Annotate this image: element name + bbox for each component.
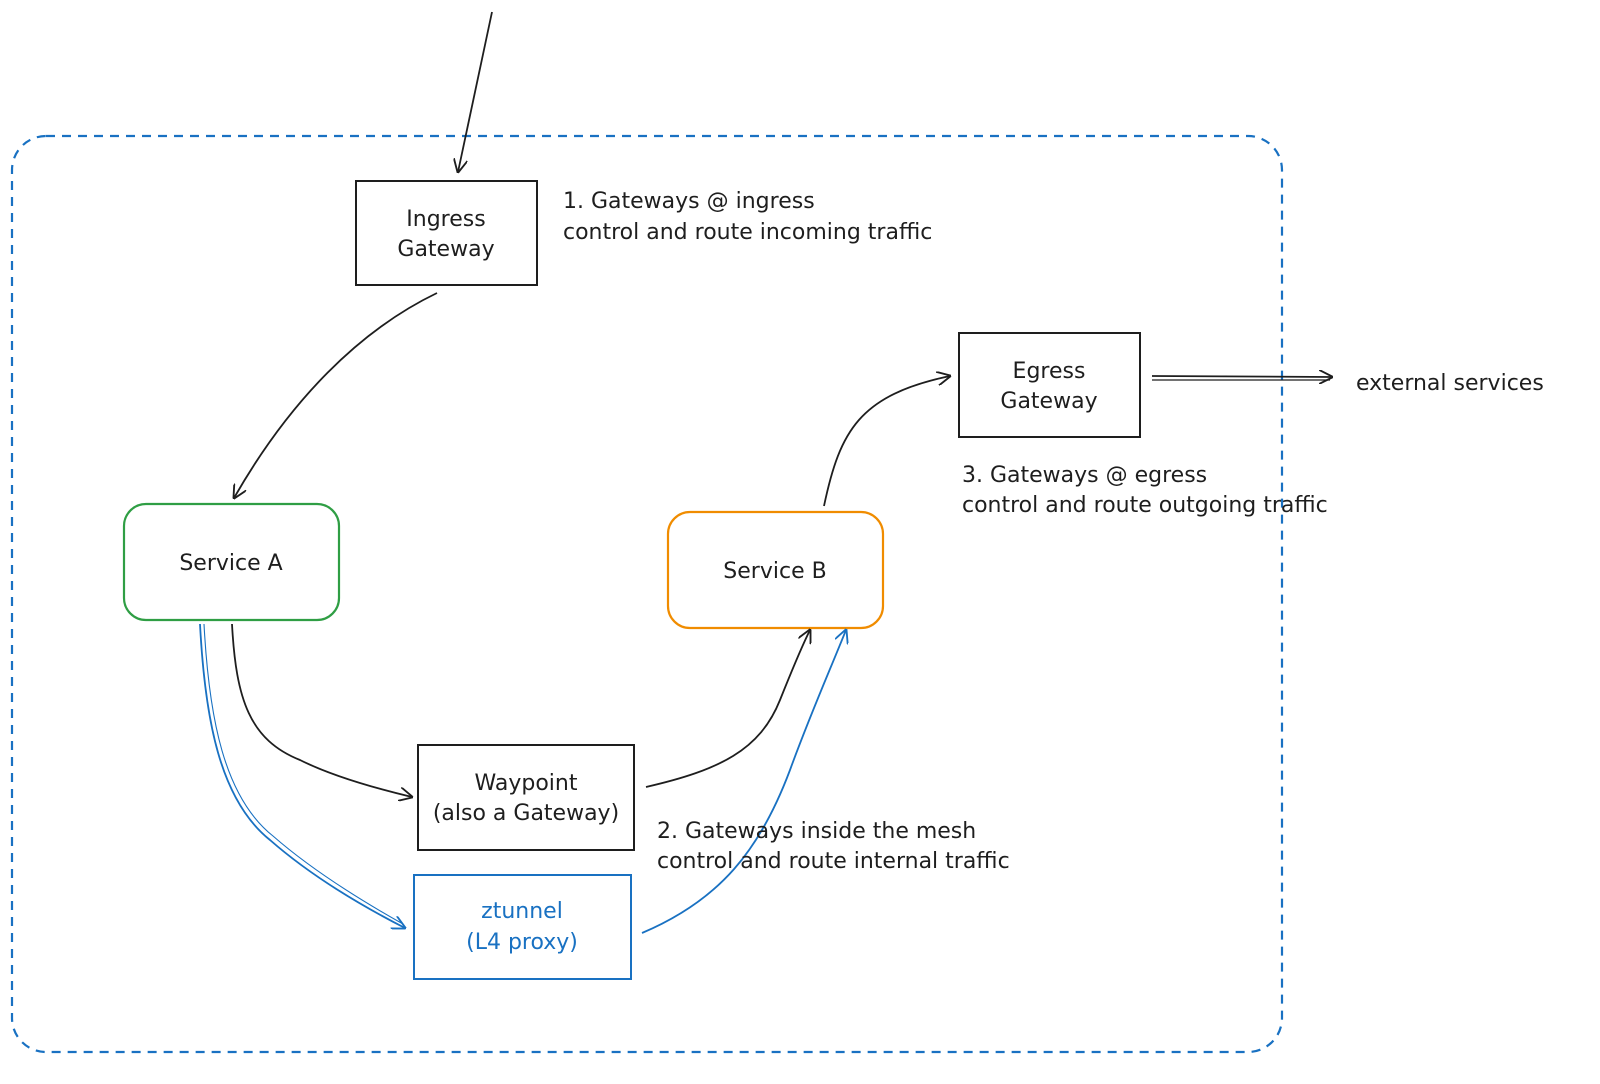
arrow-service-a-to-ztunnel [199,623,405,928]
egress-gateway-node[interactable]: Egress Gateway [958,332,1141,438]
arrow-egress-to-external [1151,376,1332,377]
mesh-boundary [10,134,1284,1054]
service-b-label: Service B [723,559,826,584]
ingress-gateway-node[interactable]: Ingress Gateway [355,180,538,286]
service-a-label: Service A [179,551,282,576]
note-mesh-line2: control and route internal traffic [657,849,1010,874]
external-services-label: external services [1356,371,1544,396]
waypoint-label-line1: Waypoint [475,771,578,796]
note-ingress-line1: 1. Gateways @ ingress [563,189,815,214]
note-ingress-line2: control and route incoming traffic [563,220,932,245]
ingress-gateway-label-line2: Gateway [397,237,494,262]
arrow-service-a-to-waypoint [231,623,412,797]
waypoint-node[interactable]: Waypoint (also a Gateway) [417,744,635,851]
ingress-gateway-label-line1: Ingress [406,207,485,232]
service-a-node[interactable]: Service A [122,502,341,622]
note-egress-line2: control and route outgoing traffic [962,493,1328,518]
note-egress-line1: 3. Gateways @ egress [962,463,1207,488]
incoming-traffic-arrow [458,11,493,172]
ztunnel-node[interactable]: ztunnel (L4 proxy) [413,874,632,980]
service-b-node[interactable]: Service B [666,510,885,630]
egress-gateway-label-line2: Gateway [1000,389,1097,414]
arrow-ztunnel-to-service-b [641,630,846,934]
arrow-ingress-to-service-a [234,292,438,498]
waypoint-label-line2: (also a Gateway) [433,801,619,826]
note-mesh-line1: 2. Gateways inside the mesh [657,819,976,844]
arrow-waypoint-to-service-b [645,630,810,788]
ztunnel-label-line1: ztunnel [481,899,563,924]
arrow-service-b-to-egress [823,376,950,507]
ztunnel-label-line2: (L4 proxy) [466,930,578,955]
egress-gateway-label-line1: Egress [1013,359,1086,384]
